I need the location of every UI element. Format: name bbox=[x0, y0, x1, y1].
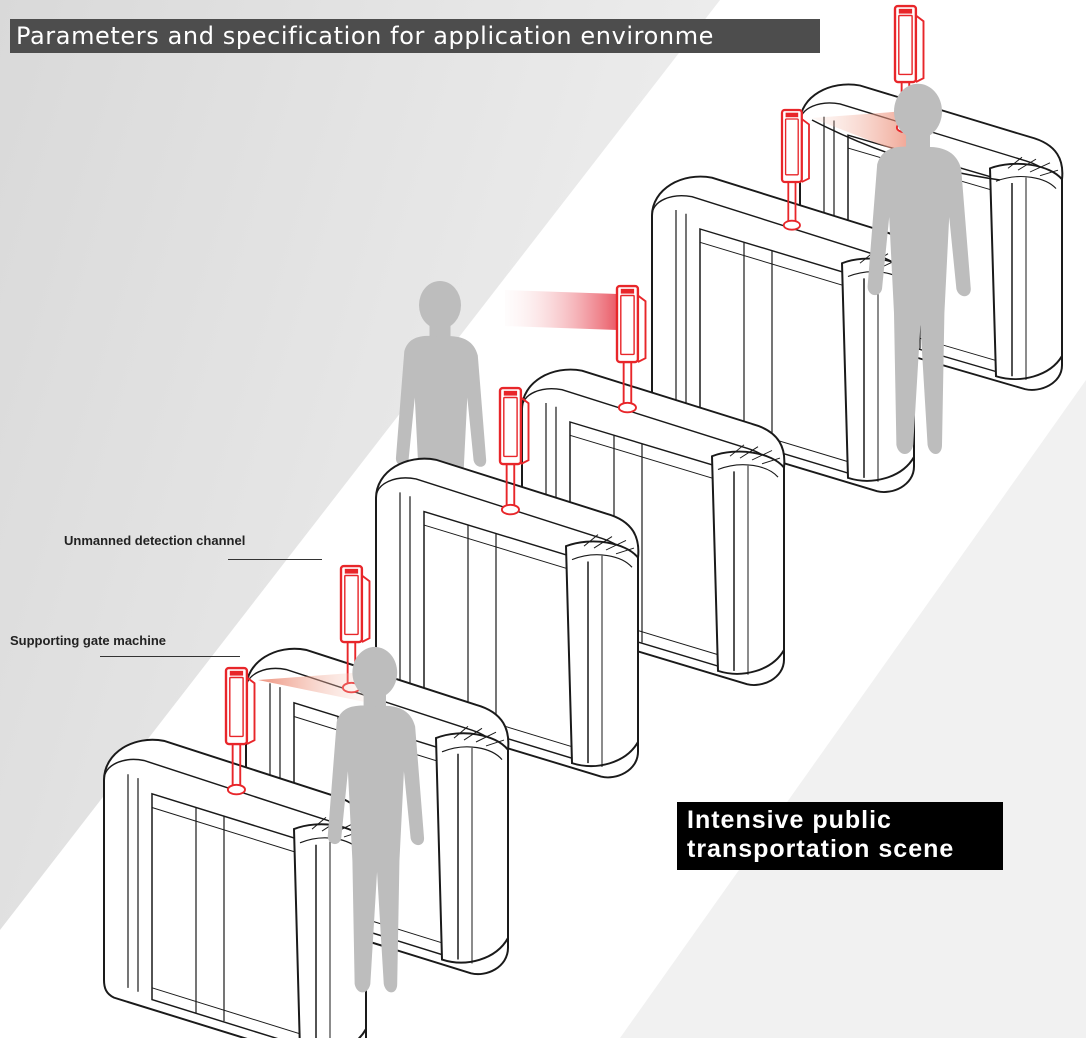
beam-middle bbox=[505, 290, 618, 330]
callout-line-1: Intensive public bbox=[687, 806, 892, 834]
beam-bottom bbox=[258, 672, 365, 702]
label-channel-leader-line bbox=[228, 559, 322, 560]
label-unmanned-detection-channel: Unmanned detection channel bbox=[64, 533, 246, 548]
page-title: Parameters and specification for applica… bbox=[10, 19, 820, 53]
scene-callout: Intensive public transportation scene bbox=[677, 802, 1003, 870]
callout-line-2: transportation scene bbox=[687, 835, 955, 863]
label-supporting-gate-machine: Supporting gate machine bbox=[10, 633, 167, 648]
beam-top bbox=[812, 110, 920, 160]
label-gate-leader-line bbox=[100, 656, 240, 657]
